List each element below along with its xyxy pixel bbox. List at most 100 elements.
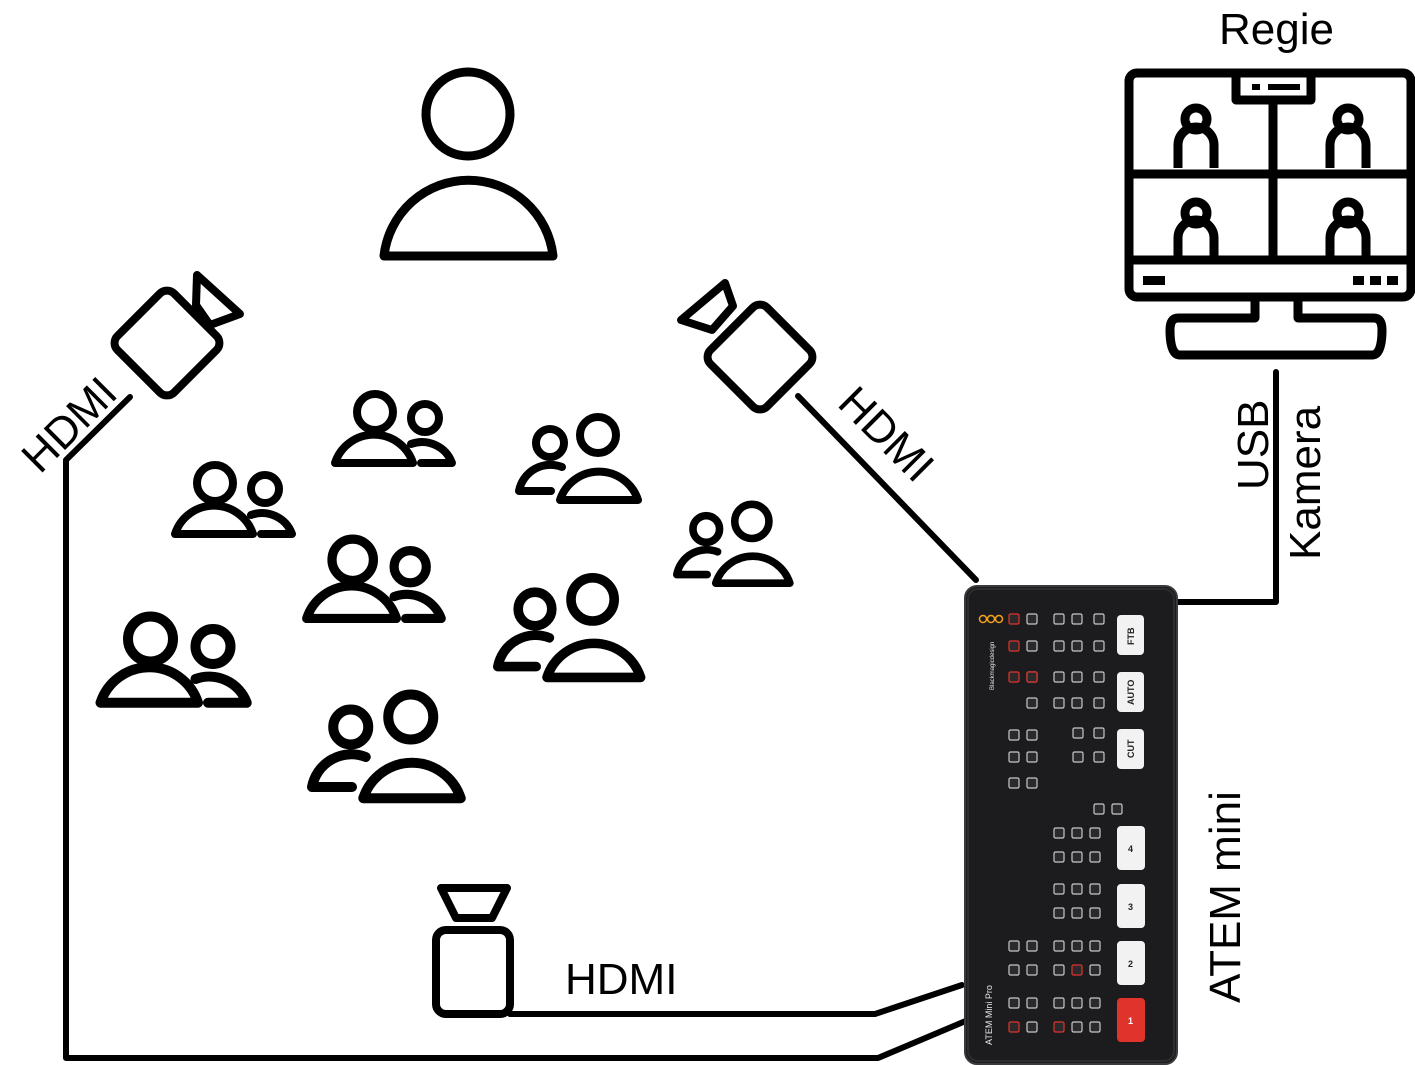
camera-bottom-icon — [432, 884, 514, 1018]
small-key[interactable] — [1071, 997, 1083, 1009]
input-3-label: 3 — [1128, 902, 1133, 912]
small-key[interactable] — [1008, 751, 1020, 763]
small-key[interactable] — [1053, 1021, 1065, 1033]
audience-group-icon — [519, 417, 638, 500]
small-key[interactable] — [1071, 964, 1083, 976]
audience-group-icon — [307, 539, 442, 618]
small-key[interactable] — [1072, 727, 1084, 739]
small-key[interactable] — [1053, 851, 1065, 863]
small-key[interactable] — [1093, 640, 1105, 652]
ftb-button[interactable] — [1117, 615, 1144, 655]
cut-label: CUT — [1126, 739, 1136, 758]
small-key[interactable] — [1053, 964, 1065, 976]
small-key[interactable] — [1093, 697, 1105, 709]
small-key[interactable] — [1089, 1021, 1101, 1033]
hdmi-right-label: HDMI — [829, 377, 943, 491]
small-key[interactable] — [1093, 671, 1105, 683]
transition-keys: FTB AUTO CUT — [1117, 615, 1144, 769]
input-3-button[interactable] — [1117, 884, 1145, 928]
input-4-button[interactable] — [1117, 826, 1145, 870]
small-key[interactable] — [1089, 883, 1101, 895]
small-key[interactable] — [1026, 964, 1038, 976]
audience-group-icon — [677, 504, 790, 583]
small-key[interactable] — [1053, 997, 1065, 1009]
small-key[interactable] — [1093, 751, 1105, 763]
small-key[interactable] — [1026, 697, 1038, 709]
presenter-icon — [379, 67, 558, 261]
small-key[interactable] — [1026, 751, 1038, 763]
small-key[interactable] — [1008, 940, 1020, 952]
brand-name: Blackmagicdesign — [990, 642, 996, 690]
ftb-label: FTB — [1126, 627, 1136, 645]
device-body — [964, 585, 1178, 1065]
small-key[interactable] — [1071, 697, 1083, 709]
small-key[interactable] — [1053, 640, 1065, 652]
model-name: ATEM Mini Pro — [984, 985, 994, 1045]
small-key[interactable] — [1008, 1021, 1020, 1033]
small-key[interactable] — [1026, 671, 1038, 683]
cut-button[interactable] — [1117, 729, 1144, 769]
small-key[interactable] — [1089, 827, 1101, 839]
small-key[interactable] — [1053, 671, 1065, 683]
cable-usb — [1167, 369, 1279, 605]
small-key[interactable] — [1089, 997, 1101, 1009]
small-key[interactable] — [1071, 851, 1083, 863]
cable-bottom-camera — [507, 982, 965, 1017]
camera-right-icon — [677, 279, 817, 414]
small-key[interactable] — [1071, 907, 1083, 919]
small-key[interactable] — [1026, 640, 1038, 652]
small-key[interactable] — [1053, 697, 1065, 709]
small-key[interactable] — [1053, 827, 1065, 839]
cable-right-camera — [795, 393, 979, 583]
auto-button[interactable] — [1117, 672, 1144, 712]
small-key[interactable] — [1111, 803, 1123, 815]
small-key[interactable] — [1026, 613, 1038, 625]
small-key[interactable] — [1026, 729, 1038, 741]
small-key[interactable] — [1008, 729, 1020, 741]
small-key[interactable] — [1071, 613, 1083, 625]
small-key[interactable] — [1008, 997, 1020, 1009]
small-key[interactable] — [1071, 883, 1083, 895]
small-key[interactable] — [1093, 613, 1105, 625]
small-key[interactable] — [1089, 907, 1101, 919]
small-key[interactable] — [1071, 827, 1083, 839]
kamera-label: Kamera — [1281, 405, 1330, 560]
usb-label: USB — [1229, 400, 1278, 490]
small-key[interactable] — [1026, 1021, 1038, 1033]
input-keys: 4 3 2 1 — [1117, 826, 1145, 1042]
small-key[interactable] — [1026, 997, 1038, 1009]
camera-left-icon — [110, 271, 244, 400]
input-4-label: 4 — [1128, 844, 1133, 854]
small-key[interactable] — [1089, 940, 1101, 952]
small-key[interactable] — [1071, 940, 1083, 952]
input-2-label: 2 — [1128, 959, 1133, 969]
small-key[interactable] — [1008, 777, 1020, 789]
small-key[interactable] — [1071, 640, 1083, 652]
audience-group-icon — [101, 617, 247, 703]
small-key[interactable] — [1026, 777, 1038, 789]
small-key[interactable] — [1008, 671, 1020, 683]
small-key[interactable] — [1053, 613, 1065, 625]
small-key[interactable] — [1093, 803, 1105, 815]
small-key[interactable] — [1071, 1021, 1083, 1033]
audience — [101, 394, 790, 798]
small-key[interactable] — [1053, 907, 1065, 919]
small-key[interactable] — [1071, 671, 1083, 683]
small-key-grid — [1008, 613, 1123, 1033]
small-key[interactable] — [1089, 851, 1101, 863]
small-key[interactable] — [1008, 640, 1020, 652]
small-key[interactable] — [1026, 940, 1038, 952]
small-key[interactable] — [1089, 964, 1101, 976]
small-key[interactable] — [1008, 964, 1020, 976]
small-key[interactable] — [1093, 727, 1105, 739]
input-2-button[interactable] — [1117, 941, 1145, 985]
auto-label: AUTO — [1126, 680, 1136, 705]
small-key[interactable] — [1008, 613, 1020, 625]
small-key[interactable] — [1053, 883, 1065, 895]
small-key[interactable] — [1072, 751, 1084, 763]
small-key[interactable] — [1053, 940, 1065, 952]
audience-group-icon — [312, 695, 461, 799]
input-1-button[interactable] — [1117, 998, 1145, 1042]
audience-group-icon — [498, 578, 641, 678]
